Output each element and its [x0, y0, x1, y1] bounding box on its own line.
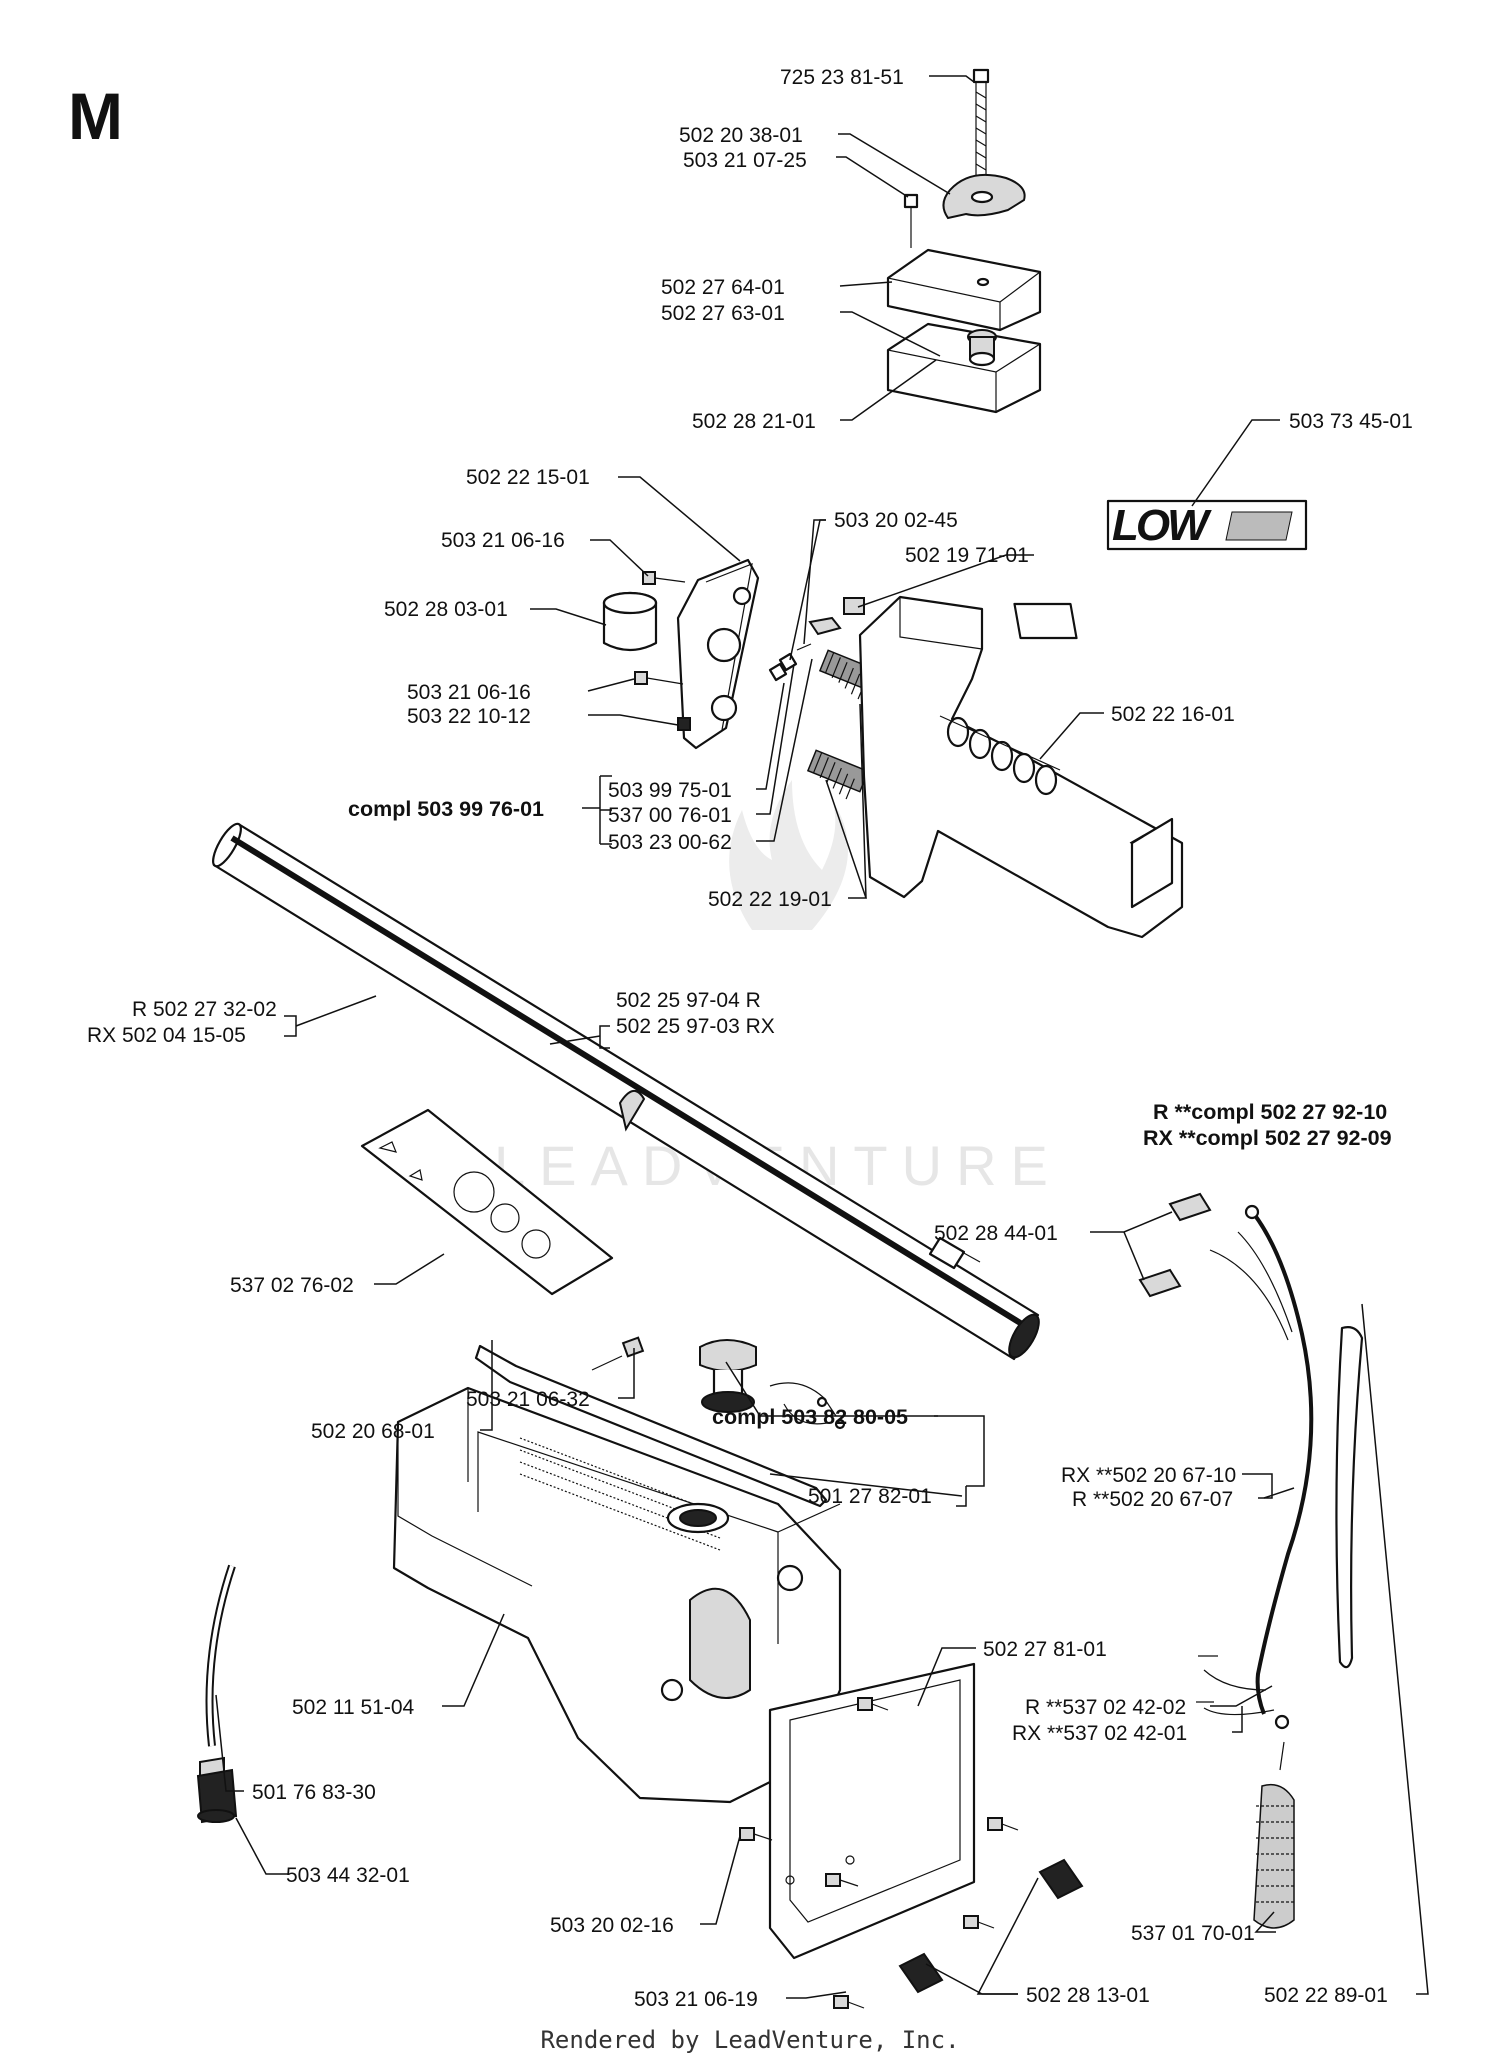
label-537-00-76-01: 537 00 76-01	[608, 804, 732, 827]
label-502-25-97-03-rx: 502 25 97-03 RX	[616, 1015, 775, 1038]
label-502-28-44-01: 502 28 44-01	[934, 1222, 1058, 1245]
label-503-44-32-01: 503 44 32-01	[286, 1864, 410, 1887]
fuel-hose	[205, 1564, 236, 1747]
label-503-73-45-01: 503 73 45-01	[1289, 410, 1413, 433]
warning-decal	[360, 1108, 614, 1296]
label-503-21-06-19: 503 21 06-19	[634, 1988, 758, 2011]
footer-credit: Rendered by LeadVenture, Inc.	[540, 2026, 960, 2054]
grommets	[898, 1858, 1084, 1994]
logo-text: LOW	[1112, 501, 1212, 550]
decal-logo: LOW	[1106, 499, 1308, 551]
label-503-23-00-62: 503 23 00-62	[608, 831, 732, 854]
long-bolt	[972, 68, 990, 190]
section-letter: M	[68, 79, 123, 153]
label-503-20-02-16: 503 20 02-16	[550, 1914, 674, 1937]
fuel-filter	[196, 1756, 238, 1824]
label-503-22-10-12: 503 22 10-12	[407, 705, 531, 728]
label-r-537-02-42-02: R **537 02 42-02	[1025, 1696, 1186, 1719]
upper-clamp-block	[886, 248, 1042, 332]
label-502-27-81-01: 502 27 81-01	[983, 1638, 1107, 1661]
label-503-21-06-16-b: 503 21 06-16	[407, 681, 531, 704]
label-503-21-07-25: 503 21 07-25	[683, 149, 807, 172]
leader-lines	[215, 75, 1429, 1999]
label-502-25-97-04-r: 502 25 97-04 R	[616, 989, 761, 1012]
label-compl-503-99-76-01: compl 503 99 76-01	[348, 797, 544, 821]
label-502-28-03-01: 502 28 03-01	[384, 598, 508, 621]
rubber-boot	[1253, 1783, 1295, 1929]
screw-1	[642, 571, 686, 585]
label-rx-502-04-15-05: RX 502 04 15-05	[87, 1024, 246, 1047]
label-502-27-64-01: 502 27 64-01	[661, 276, 785, 299]
tank-cap	[699, 1339, 846, 1430]
label-rx-537-02-42-01: RX **537 02 42-01	[1012, 1722, 1187, 1745]
cover-plate	[768, 1662, 976, 1960]
wiring-harness	[1138, 1192, 1314, 1771]
cable-guide	[474, 1344, 828, 1508]
label-502-28-21-01: 502 28 21-01	[692, 410, 816, 433]
label-502-22-15-01: 502 22 15-01	[466, 466, 590, 489]
label-503-21-06-16-a: 503 21 06-16	[441, 529, 565, 552]
label-502-28-13-01: 502 28 13-01	[1026, 1984, 1150, 2007]
label-r-502-20-67-07: R **502 20 67-07	[1072, 1488, 1233, 1511]
label-rx-compl-502-27-92-09: RX **compl 502 27 92-09	[1143, 1126, 1392, 1150]
label-537-01-70-01: 537 01 70-01	[1131, 1922, 1255, 1945]
label-502-11-51-04: 502 11 51-04	[292, 1696, 415, 1719]
label-503-99-75-01: 503 99 75-01	[608, 779, 732, 802]
nut	[677, 717, 691, 731]
part-labels: 725 23 81-51 502 20 38-01 503 21 07-25 5…	[87, 66, 1413, 2011]
label-503-21-06-32: 503 21 06-32	[466, 1388, 590, 1411]
handle-clamp-group	[886, 68, 1042, 414]
throttle-handle	[858, 595, 1184, 939]
bushing	[602, 591, 658, 652]
lower-clamp-block	[886, 322, 1042, 414]
shaft-tube	[212, 822, 1040, 1361]
throttle-cable	[1335, 1326, 1364, 1669]
label-502-22-16-01: 502 22 16-01	[1111, 703, 1235, 726]
engine-housing	[392, 1386, 842, 1804]
small-screw	[903, 193, 919, 248]
label-502-19-71-01: 502 19 71-01	[905, 544, 1029, 567]
label-501-27-82-01: 501 27 82-01	[808, 1485, 932, 1508]
label-502-22-89-01: 502 22 89-01	[1264, 1984, 1388, 2007]
label-503-20-02-45: 503 20 02-45	[834, 509, 958, 532]
label-537-02-76-02: 537 02 76-02	[230, 1274, 354, 1297]
label-r-502-27-32-02: R 502 27 32-02	[132, 998, 277, 1021]
label-502-27-63-01: 502 27 63-01	[661, 302, 785, 325]
label-725-23-81-51: 725 23 81-51	[780, 66, 904, 89]
label-r-compl-502-27-92-10: R **compl 502 27 92-10	[1153, 1100, 1387, 1124]
cover-screws	[739, 1697, 1019, 2009]
label-501-76-83-30: 501 76 83-30	[252, 1781, 376, 1804]
handle-bracket-group	[602, 558, 882, 800]
label-502-20-38-01: 502 20 38-01	[679, 124, 803, 147]
housing-screw	[591, 1336, 645, 1371]
screw-2	[634, 671, 684, 685]
spring-lower	[806, 749, 870, 800]
label-502-20-68-01: 502 20 68-01	[311, 1420, 435, 1443]
label-502-22-19-01: 502 22 19-01	[708, 888, 832, 911]
label-rx-502-20-67-10: RX **502 20 67-10	[1061, 1464, 1236, 1487]
label-compl-503-82-80-05: compl 503 82 80-05	[712, 1405, 908, 1429]
clip	[843, 597, 865, 615]
